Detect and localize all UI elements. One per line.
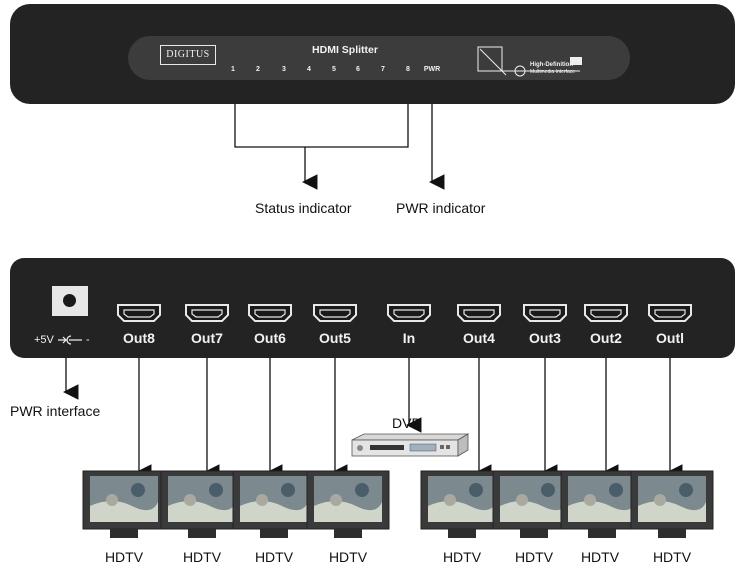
hdtv-label-7: HDTV xyxy=(580,549,620,565)
hdtv-label-5: HDTV xyxy=(442,549,482,565)
status-led-8: 8 xyxy=(406,66,410,73)
hdmi-logo-icon xyxy=(477,46,582,77)
status-led-1: 1 xyxy=(231,66,235,73)
polarity-symbol-icon xyxy=(57,335,82,345)
hdmi-logo-line1: High-Definition xyxy=(530,62,573,68)
hdtv-screen-icon xyxy=(560,470,644,538)
dvd-player-icon xyxy=(351,433,470,457)
hdmi-port-out5 xyxy=(313,304,357,322)
hdtv-label-3: HDTV xyxy=(254,549,294,565)
status-led-2: 2 xyxy=(256,66,260,73)
hdmi-logo-line2: Multimedia Interface xyxy=(530,69,576,75)
pwr-interface-caption: PWR interface xyxy=(10,403,101,419)
hdtv-label-8: HDTV xyxy=(652,549,692,565)
port-label-out7: Out7 xyxy=(191,330,223,346)
port-label-out4: Out4 xyxy=(463,330,495,346)
hdtv-label-1: HDTV xyxy=(104,549,144,565)
status-led-5: 5 xyxy=(332,66,336,73)
power-polarity-minus: - xyxy=(86,334,90,346)
status-led-3: 3 xyxy=(282,66,286,73)
hdtv-screen-icon xyxy=(630,470,714,538)
port-label-out5: Out5 xyxy=(319,330,351,346)
status-led-4: 4 xyxy=(307,66,311,73)
power-voltage-label: +5V xyxy=(34,334,54,346)
hdtv-screen-icon xyxy=(160,470,244,538)
hdtv-screen-icon xyxy=(420,470,504,538)
port-label-out2: Out2 xyxy=(590,330,622,346)
hdmi-port-out6 xyxy=(248,304,292,322)
status-led-7: 7 xyxy=(381,66,385,73)
port-label-out8: Out8 xyxy=(123,330,155,346)
status-indicator-caption: Status indicator xyxy=(255,200,352,216)
hdtv-screen-icon xyxy=(232,470,316,538)
hdtv-label-2: HDTV xyxy=(182,549,222,565)
pwr-indicator-caption: PWR indicator xyxy=(396,200,486,216)
power-polarity-label: +5V - xyxy=(34,334,90,346)
port-label-out3: Out3 xyxy=(529,330,561,346)
front-panel-title: HDMI Splitter xyxy=(312,44,378,56)
hdtv-label-6: HDTV xyxy=(514,549,554,565)
hdmi-port-out1 xyxy=(648,304,692,322)
power-jack-hole xyxy=(63,294,76,307)
port-label-out6: Out6 xyxy=(254,330,286,346)
hdtv-screen-icon xyxy=(82,470,166,538)
status-bracket-line xyxy=(234,104,409,148)
dvd-caption: DVD xyxy=(392,415,422,431)
pwr-led: PWR xyxy=(423,66,441,73)
front-panel-inset xyxy=(128,36,630,80)
hdmi-port-out4 xyxy=(457,304,501,322)
brand-logo: DIGITUS xyxy=(160,45,216,65)
hdmi-port-out2 xyxy=(584,304,628,322)
port-label-in: In xyxy=(402,330,416,346)
hdtv-screen-icon xyxy=(306,470,390,538)
hdmi-port-in xyxy=(387,304,431,322)
port-label-out1: Outl xyxy=(656,330,684,346)
hdmi-port-out8 xyxy=(117,304,161,322)
hdmi-port-out3 xyxy=(523,304,567,322)
status-led-6: 6 xyxy=(356,66,360,73)
hdtv-label-4: HDTV xyxy=(328,549,368,565)
hdmi-port-out7 xyxy=(185,304,229,322)
